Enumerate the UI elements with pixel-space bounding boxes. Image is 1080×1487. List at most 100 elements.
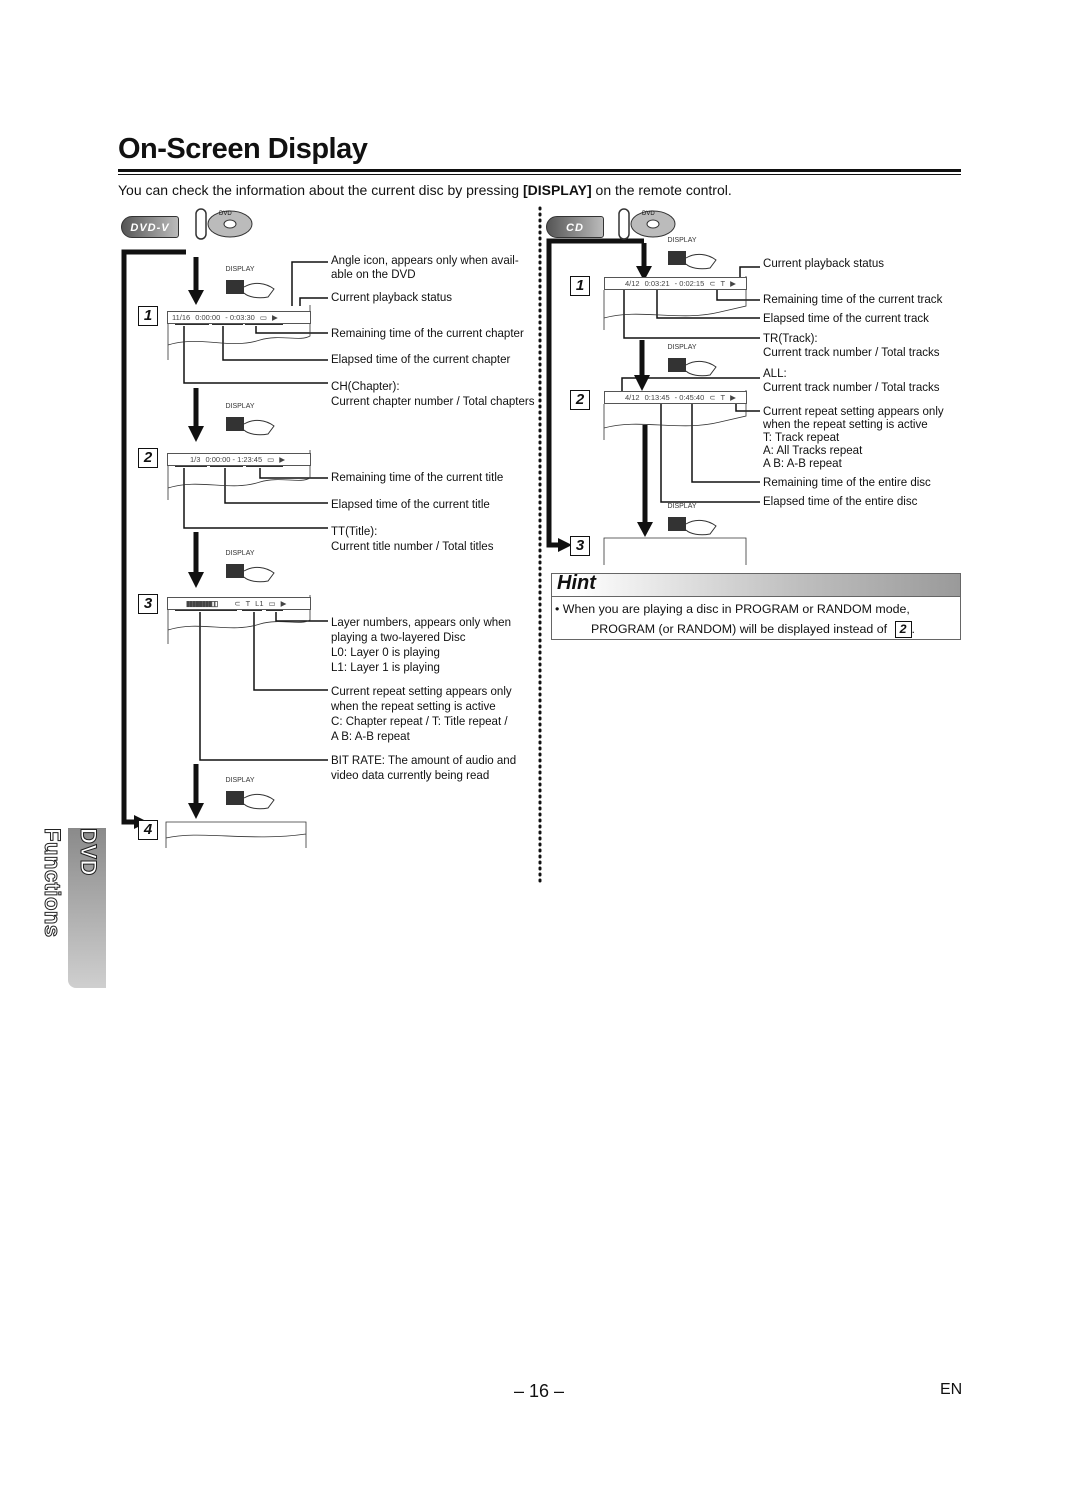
hint-header	[551, 573, 961, 597]
label-repeat: when the repeat setting is active	[331, 699, 496, 713]
label-layer: Layer numbers, appears only when	[331, 615, 511, 629]
cd-label-repeat: T: Track repeat	[763, 430, 840, 444]
cd-label-all: Current track number / Total tracks	[763, 380, 940, 394]
repeat-icon: ⊂	[709, 279, 716, 288]
label-bitrate: BIT RATE: The amount of audio and	[331, 753, 517, 767]
dvd-step-1: 1	[138, 306, 158, 326]
title-rule	[118, 169, 961, 172]
label-remain-title: Remaining time of the current title	[331, 470, 504, 484]
play-icon: ▶	[730, 279, 736, 288]
repeat-icon: ⊂	[709, 393, 716, 402]
cd-label-repeat: A: All Tracks repeat	[763, 443, 863, 457]
page-title: On-Screen Display	[118, 133, 368, 165]
dvd-osd-chapter: 11/16 0:00:00 - 0:03:30 ▭ ▶	[167, 311, 311, 324]
label-layer: L0: Layer 0 is playing	[331, 645, 440, 659]
svg-text:DVD: DVD	[219, 211, 232, 217]
cd-disc-icon: DVD	[618, 208, 676, 240]
label-chapter: Current chapter number / Total chapters	[331, 394, 535, 408]
play-icon: ▶	[271, 313, 278, 322]
bitrate-meter-icon: ▮▮▮▮▮▮▮▮▯▯	[186, 599, 218, 608]
cd-badge: CD	[546, 216, 604, 238]
osd-repeat: T	[245, 599, 251, 608]
osd-time: 0:00:00 - 1:23:45	[205, 455, 263, 464]
hand-press-icon	[668, 251, 717, 270]
label-repeat: A B: A-B repeat	[331, 729, 410, 743]
display-remote-icon: DISPLAY	[222, 403, 280, 445]
remote-label: DISPLAY	[667, 344, 697, 351]
hint-title: Hint	[557, 572, 596, 594]
remote-label: DISPLAY	[225, 403, 255, 410]
cd-label-track: TR(Track):	[763, 331, 818, 345]
intro-before: You can check the information about the …	[118, 182, 523, 198]
label-repeat: C: Chapter repeat / T: Title repeat /	[331, 714, 508, 728]
display-remote-icon: DISPLAY	[664, 237, 722, 279]
dvd-step-3: 3	[138, 594, 158, 614]
label-layer: playing a two-layered Disc	[331, 630, 466, 644]
play-icon: ▶	[280, 599, 287, 608]
label-status: Current playback status	[331, 290, 453, 304]
label-title: Current title number / Total titles	[331, 539, 494, 553]
osd-track-count: 4/12	[625, 279, 640, 288]
display-remote-icon: DISPLAY	[222, 550, 280, 592]
hand-press-icon	[226, 417, 275, 436]
title-rule-thin	[118, 174, 961, 175]
dvd-video-badge: DVD-V	[121, 216, 179, 238]
repeat-icon: ⊂	[234, 599, 241, 608]
hint-step-ref: 2	[894, 621, 912, 638]
intro-after: on the remote control.	[591, 182, 732, 198]
label-elapsed-chapter: Elapsed time of the current chapter	[331, 352, 511, 366]
cd-label-status: Current playback status	[763, 256, 885, 270]
osd-chapter-count: 11/16	[172, 313, 191, 322]
remote-label: DISPLAY	[667, 503, 697, 510]
hint-box	[551, 597, 961, 640]
label-remain-chapter: Remaining time of the current chapter	[331, 326, 524, 340]
label-layer: L1: Layer 1 is playing	[331, 660, 440, 674]
side-tab-label: DVD Functions	[40, 828, 102, 939]
osd-elapsed: 0:13:45	[644, 393, 670, 402]
label-elapsed-title: Elapsed time of the current title	[331, 497, 490, 511]
angle-icon: ▭	[259, 313, 267, 322]
display-remote-icon: DISPLAY	[664, 503, 722, 545]
osd-layer: L1	[255, 599, 264, 608]
cd-label-repeat: Current repeat setting appears only	[763, 404, 944, 418]
osd-remaining: - 0:03:30	[225, 313, 255, 322]
hand-press-icon	[226, 564, 275, 583]
hint-line-2-text: PROGRAM (or RANDOM) will be displayed in…	[591, 622, 888, 636]
cd-label-remain-track: Remaining time of the current track	[763, 292, 943, 306]
hand-press-icon	[668, 517, 717, 536]
osd-elapsed: 0:03:21	[644, 279, 670, 288]
label-bitrate: video data currently being read	[331, 768, 490, 782]
dvd-osd-bitrate: ▮▮▮▮▮▮▮▮▯▯ ⊂ T L1 ▭ ▶	[167, 597, 311, 610]
label-angle: able on the DVD	[331, 267, 416, 281]
dvd-step-2: 2	[138, 448, 158, 468]
cd-step-2: 2	[570, 390, 590, 410]
label-angle: Angle icon, appears only when avail-	[331, 253, 519, 267]
play-icon: ▶	[730, 393, 736, 402]
osd-remaining: - 0:45:40	[674, 393, 705, 402]
hand-press-icon	[226, 280, 275, 299]
hint-line-1: • When you are playing a disc in PROGRAM…	[555, 602, 910, 616]
angle-icon: ▭	[268, 599, 276, 608]
cd-label-remain-disc: Remaining time of the entire disc	[763, 475, 931, 489]
page-number: – 16 –	[514, 1381, 565, 1401]
cd-label-all: ALL:	[763, 366, 787, 380]
osd-title-count: 1/3	[190, 455, 201, 464]
osd-track-count: 4/12	[625, 393, 640, 402]
remote-label: DISPLAY	[667, 237, 697, 244]
label-title: TT(Title):	[331, 524, 378, 538]
hint-line-2: PROGRAM (or RANDOM) will be displayed in…	[591, 621, 915, 638]
language-code: EN	[940, 1381, 963, 1398]
dvd-step-4: 4	[138, 820, 158, 840]
cd-label-track: Current track number / Total tracks	[763, 345, 940, 359]
cd-step-1: 1	[570, 276, 590, 296]
osd-repeat: T	[720, 279, 726, 288]
connector-diagram	[121, 206, 760, 887]
osd-elapsed: 0:00:00	[195, 313, 221, 322]
remote-label: DISPLAY	[225, 266, 255, 273]
angle-icon: ▭	[267, 455, 275, 464]
dvd-disc-icon: DVD	[195, 208, 253, 240]
hand-press-icon	[226, 791, 275, 810]
play-icon: ▶	[279, 455, 286, 464]
display-remote-icon: DISPLAY	[222, 777, 280, 819]
